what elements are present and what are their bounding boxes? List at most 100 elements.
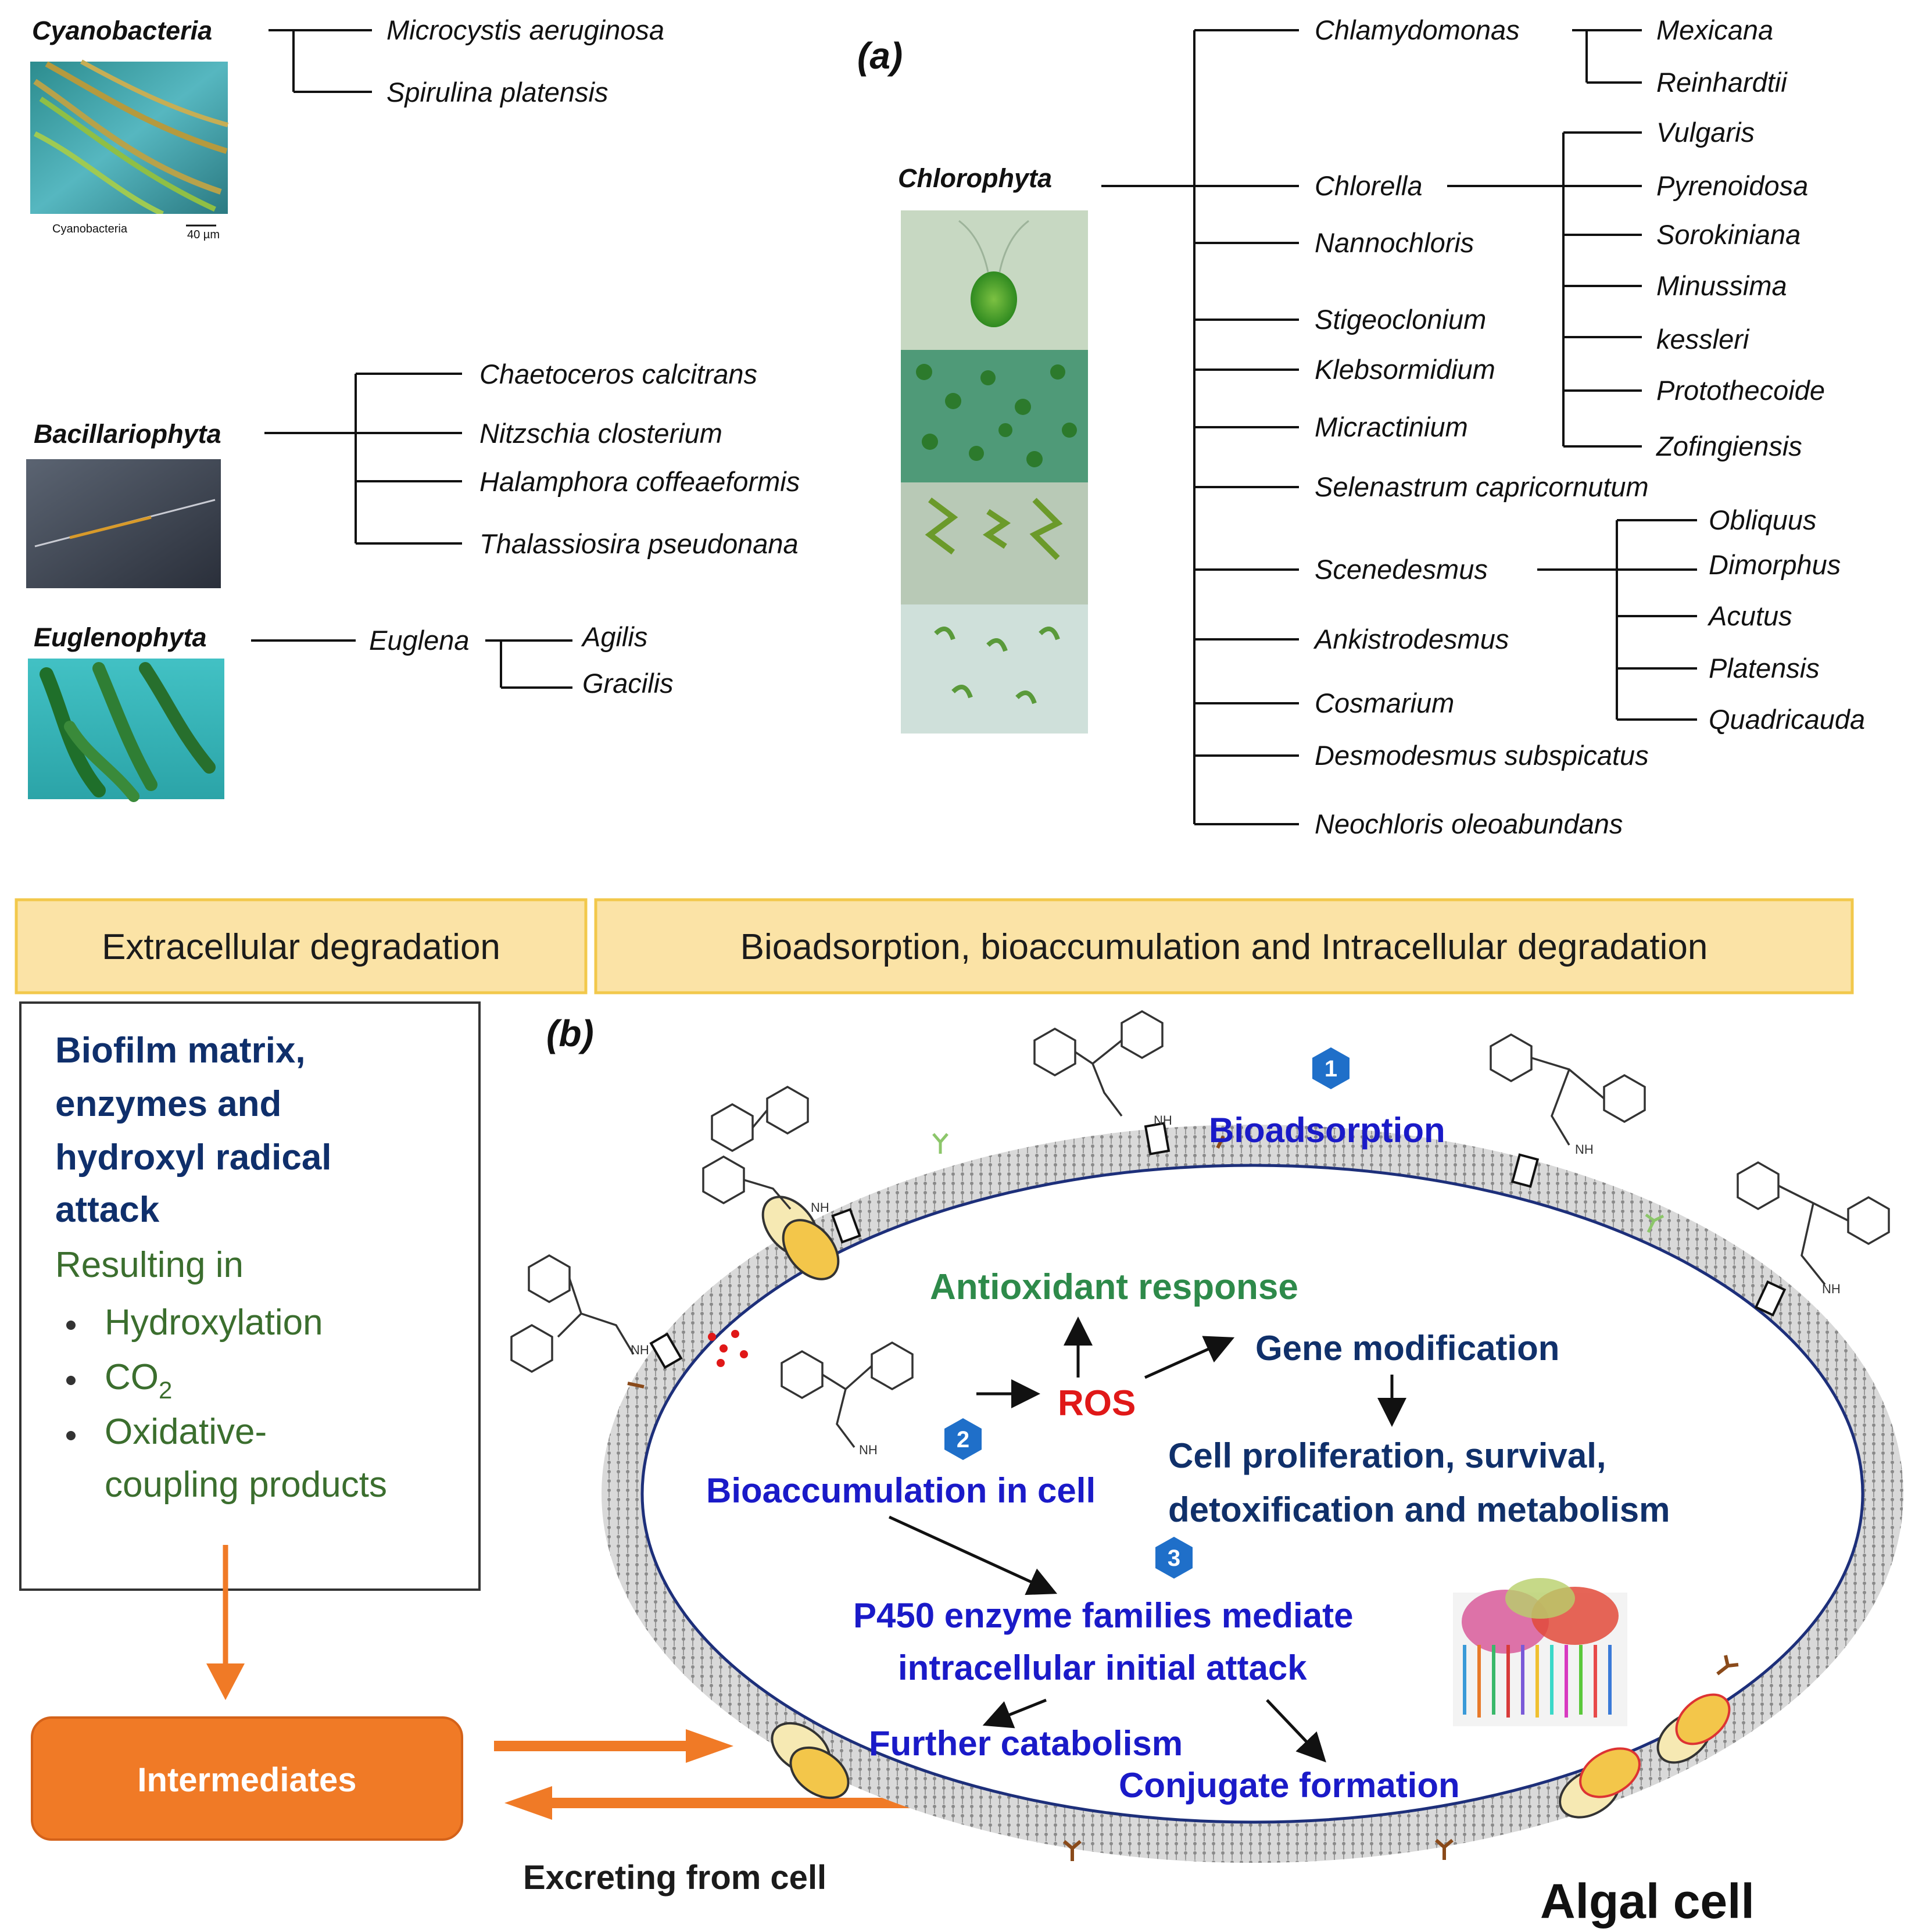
box-title-line1: Biofilm matrix, [55,1031,306,1071]
genus-selenastrum: Selenastrum capricornutum [1315,471,1649,502]
amide-label: NH [631,1343,649,1357]
scale-bar-label: 40 µm [187,228,220,241]
bacillariophyta-image [26,459,221,588]
bullet-oxidative-line2: coupling products [105,1465,387,1505]
header-extracellular-label: Extracellular degradation [102,927,500,967]
amide-label: NH [1154,1113,1172,1128]
genus-chlamydomonas: Chlamydomonas [1315,15,1520,45]
genus-scenedesmus: Scenedesmus [1315,554,1488,585]
pathway-arrows [888,1316,1406,1763]
euglenophyta-tree [251,639,572,689]
step-2-label: Bioaccumulation in cell [706,1471,1096,1510]
species-chaetoceros: Chaetoceros calcitrans [479,359,757,389]
genus-nannochloris: Nannochloris [1315,227,1474,258]
step-badge-1: 1 [1312,1047,1350,1089]
species-protothecoide: Protothecoide [1656,375,1825,406]
amide-label: NH [1822,1282,1841,1296]
amide-label: NH [1575,1142,1594,1157]
molecule-icon [510,1254,635,1373]
box-subtitle: Resulting in [55,1245,244,1285]
species-zofingiensis: Zofingiensis [1656,431,1802,461]
header-intracellular [594,898,1854,994]
panel-a-label: (a) [857,35,903,77]
species-platensis: Platensis [1709,653,1820,684]
bullet-dot [66,1376,76,1385]
species-spirulina: Spirulina platensis [386,77,608,108]
chlorophyta-label: Chlorophyta [898,163,1052,193]
bullet-hydroxylation: Hydroxylation [105,1303,323,1343]
down-arrow [206,1545,245,1700]
bullet-oxidative: Oxidative- [105,1412,267,1452]
molecule-icon [781,1341,914,1448]
amide-label: NH [811,1200,829,1215]
euglenophyta-label: Euglenophyta [34,622,207,652]
species-pyrenoidosa: Pyrenoidosa [1656,170,1808,201]
genus-klebsormidium: Klebsormidium [1315,354,1495,385]
molecule-icon [1033,1010,1164,1117]
species-thalassiosira: Thalassiosira pseudonana [479,528,799,559]
species-vulgaris: Vulgaris [1656,117,1755,148]
cyanobacteria-caption: Cyanobacteria [52,223,128,235]
ros-label: ROS [1058,1383,1136,1423]
chlorophyta-images [901,210,1088,734]
species-kessleri: kessleri [1656,324,1750,355]
species-sorokiniana: Sorokiniana [1656,219,1801,250]
species-dimorphus: Dimorphus [1709,549,1841,580]
adsorption-site-icon [649,1122,1787,1369]
bullet-co2: CO2 [105,1357,172,1404]
species-microcystis: Microcystis aeruginosa [386,15,664,45]
cyanobacteria-label: Cyanobacteria [32,16,212,45]
bullet-dot [66,1431,76,1440]
genus-stigeoclonium: Stigeoclonium [1315,304,1486,335]
species-acutus: Acutus [1707,600,1792,631]
cyanobacteria-image: Cyanobacteria 40 µm [30,59,229,242]
excreting-label: Excreting from cell [523,1859,826,1897]
receptor-icon [627,1133,1739,1861]
amide-label: NH [859,1443,878,1457]
panel-b-label: (b) [546,1012,594,1054]
p450-enzyme-icon [1453,1578,1627,1726]
species-obliquus: Obliquus [1709,505,1817,535]
gene-modification-label: Gene modification [1255,1329,1559,1368]
species-nitzschia: Nitzschia closterium [479,418,722,449]
step-badge-3: 3 [1155,1537,1193,1579]
species-quadricauda: Quadricauda [1709,704,1865,735]
step-3-label: P450 enzyme families mediate [853,1596,1353,1635]
step-1-label: Bioadsorption [1209,1111,1445,1150]
species-gracilis: Gracilis [582,668,674,699]
cyanobacteria-tree [269,29,372,93]
species-mexicana: Mexicana [1656,15,1773,45]
bacillariophyta-tree [264,373,462,545]
step-badge-2: 2 [944,1418,982,1460]
cell-proliferation-line2: detoxification and metabolism [1168,1490,1670,1529]
co2-subscript: 2 [159,1376,172,1404]
transporter-icon [1656,1693,1731,1764]
genus-neochloris: Neochloris oleoabundans [1315,808,1623,839]
molecule-icon [702,1085,809,1210]
bullet-dot [66,1321,76,1330]
genus-ankistrodesmus: Ankistrodesmus [1313,624,1509,654]
chlorophyta-tree [1101,29,1697,825]
algal-cell-label: Algal cell [1540,1874,1755,1929]
transporter-icon [761,1196,840,1280]
bacillariophyta-label: Bacillariophyta [34,419,221,449]
antioxidant-response-label: Antioxidant response [930,1267,1298,1307]
transporter-icon [1559,1747,1641,1819]
step-3-number: 3 [1168,1545,1180,1571]
cell-proliferation-line1: Cell proliferation, survival, [1168,1436,1606,1475]
species-minussima: Minussima [1656,270,1787,301]
bullet-co2-text: CO [105,1357,159,1397]
molecule-icon [1737,1161,1890,1286]
header-intracellular-label: Bioadsorption, bioaccumulation and Intra… [740,927,1708,967]
further-catabolism-label: Further catabolism [869,1724,1183,1763]
step-3-label-line2: intracellular initial attack [898,1648,1307,1687]
molecule-icon [1490,1033,1646,1146]
box-title-line2: enzymes and [55,1084,281,1124]
step-1-number: 1 [1325,1056,1337,1082]
box-title-line3: hydroxyl radical [55,1137,332,1178]
step-2-number: 2 [957,1427,969,1452]
intermediates-label: Intermediates [137,1761,356,1799]
header-extracellular [15,898,588,994]
species-reinhardtii: Reinhardtii [1656,67,1788,98]
